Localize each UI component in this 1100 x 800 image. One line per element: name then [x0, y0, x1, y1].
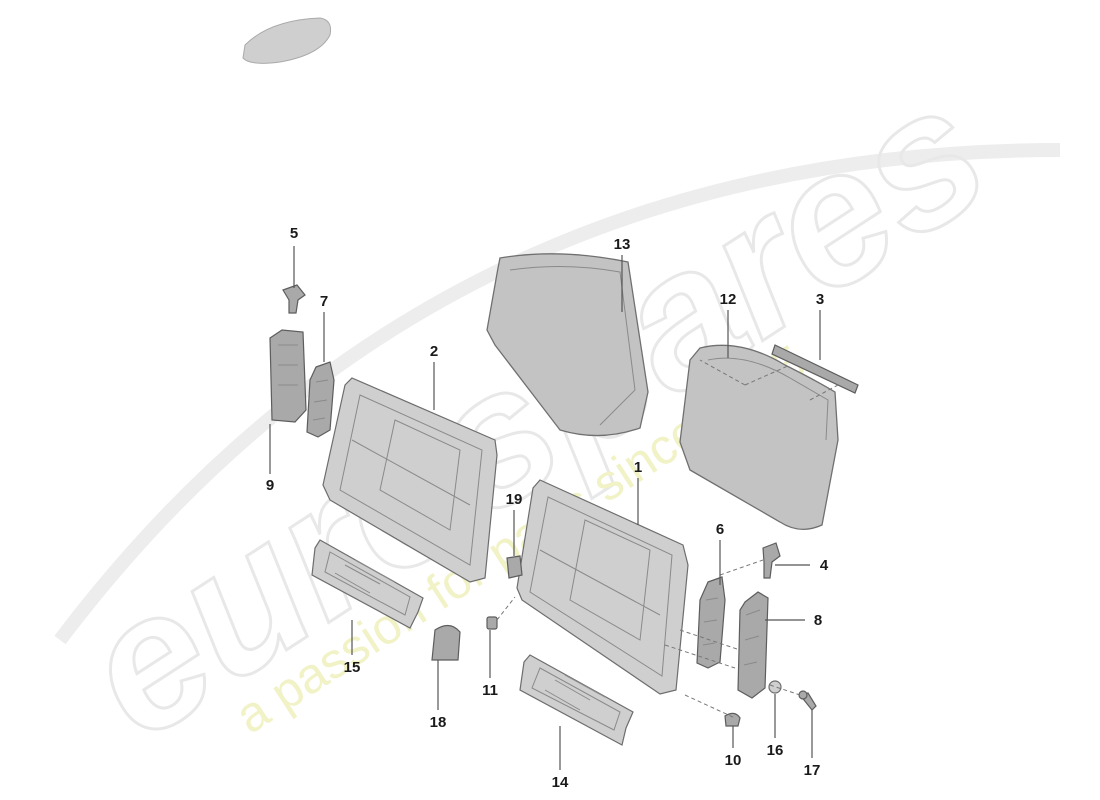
- callout-16: 16: [767, 742, 784, 759]
- callout-3: 3: [816, 291, 824, 308]
- assembly-lines: [496, 359, 839, 719]
- callout-14: 14: [552, 774, 569, 791]
- callout-19: 19: [506, 491, 523, 508]
- part-2-seat-frame-left[interactable]: [322, 377, 498, 583]
- leader-lines: [269, 246, 821, 770]
- callout-18: 18: [430, 714, 447, 731]
- part-13-backrest-panel[interactable]: [486, 253, 649, 437]
- callout-1: 1: [634, 459, 642, 476]
- part-6-hinge-right[interactable]: [696, 576, 726, 669]
- callout-9: 9: [266, 477, 274, 494]
- car-silhouette-icon: [242, 17, 331, 64]
- callout-4: 4: [820, 557, 829, 574]
- part-18-cover[interactable]: [431, 624, 461, 661]
- part-19-bracket[interactable]: [506, 555, 523, 579]
- callout-12: 12: [720, 291, 737, 308]
- part-9-side-cover[interactable]: [269, 329, 307, 423]
- callout-15: 15: [344, 659, 361, 676]
- callout-5: 5: [290, 225, 298, 242]
- part-3-trim-strip[interactable]: [771, 344, 859, 394]
- part-7-hinge-left[interactable]: [306, 361, 335, 438]
- callout-17: 17: [804, 762, 821, 779]
- part-4-clip[interactable]: [762, 542, 781, 579]
- part-5-clip[interactable]: [282, 284, 306, 314]
- part-10-plug[interactable]: [724, 712, 741, 727]
- callout-11: 11: [482, 682, 498, 699]
- callout-2: 2: [430, 343, 438, 360]
- callout-7: 7: [320, 293, 328, 310]
- part-1-seat-frame-right[interactable]: [516, 479, 689, 695]
- callout-13: 13: [614, 236, 631, 253]
- part-11-pin[interactable]: [486, 616, 498, 630]
- part-8-side-cover[interactable]: [737, 591, 769, 699]
- part-12-backrest-board[interactable]: [679, 344, 839, 530]
- part-17-screw[interactable]: [798, 690, 817, 711]
- part-16-washer[interactable]: [768, 680, 782, 694]
- callout-8: 8: [814, 612, 822, 629]
- callout-10: 10: [725, 752, 742, 769]
- callout-numbers: 5 7 9 2 13 12 3 1 19 6 4 8 15 18 11 14 1…: [266, 225, 829, 791]
- part-14-cushion-right[interactable]: [519, 654, 634, 746]
- part-15-cushion-left[interactable]: [311, 539, 424, 629]
- callout-6: 6: [716, 521, 724, 538]
